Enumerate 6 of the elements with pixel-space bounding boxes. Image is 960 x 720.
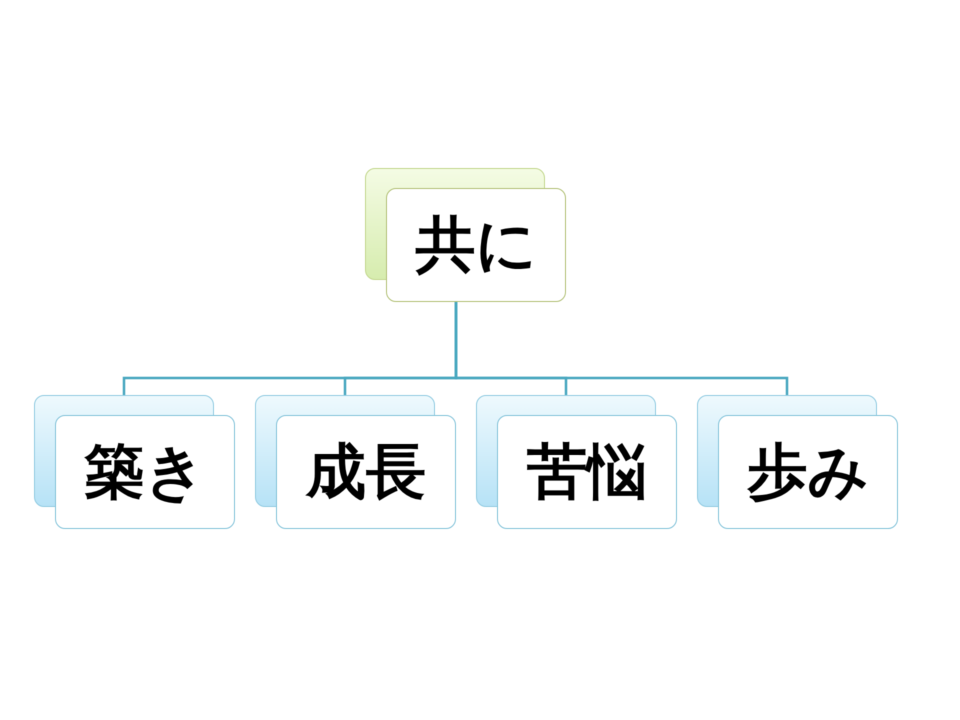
text-box: 共に	[386, 188, 566, 302]
connector-line	[454, 302, 788, 395]
text-box: 苦悩	[497, 415, 677, 529]
text-box: 成長	[276, 415, 456, 529]
text-box: 歩み	[718, 415, 898, 529]
text-box: 築き	[55, 415, 235, 529]
